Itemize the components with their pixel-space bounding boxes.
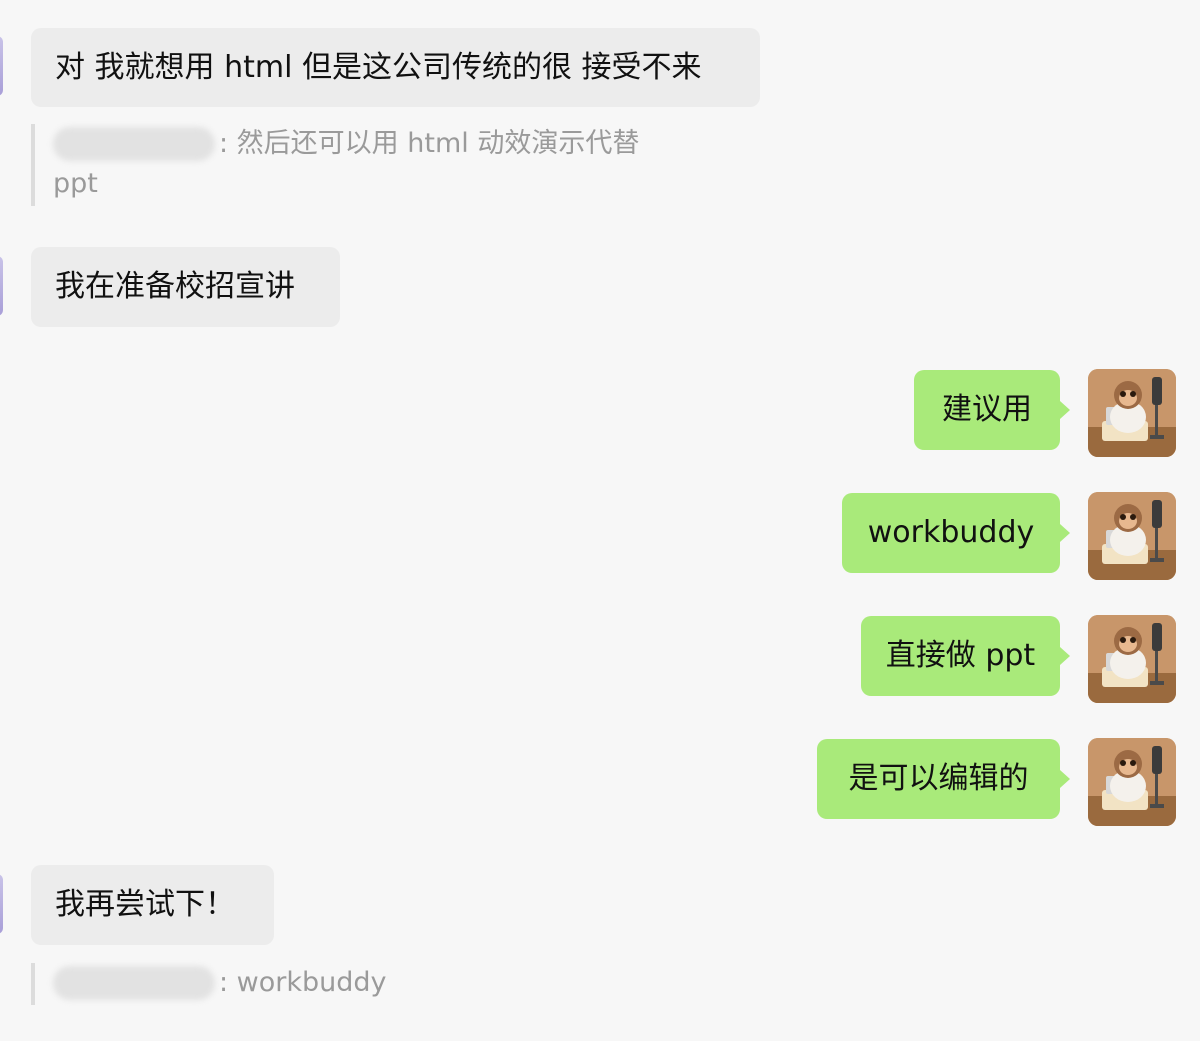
message-bubble-outgoing[interactable]: workbuddy <box>842 493 1070 573</box>
monkey-reading-avatar[interactable] <box>1088 369 1176 457</box>
monkey-avatar-icon <box>1088 492 1176 580</box>
quoted-reply-line: : workbuddy <box>53 963 431 1003</box>
quoted-text: : 然后还可以用 html 动效演示代替 <box>219 128 640 159</box>
peer-avatar-edge[interactable] <box>0 36 3 96</box>
monkey-avatar-icon <box>1088 738 1176 826</box>
monkey-avatar-icon <box>1088 615 1176 703</box>
message-text: workbuddy <box>867 515 1035 550</box>
peer-avatar-edge[interactable] <box>0 256 3 316</box>
message-bubble-incoming[interactable]: 我再尝试下！ <box>31 865 274 945</box>
quoted-reply-line: : 然后还可以用 html 动效演示代替 <box>53 124 671 164</box>
blurred-sender-name <box>53 127 215 161</box>
message-bubble-incoming[interactable]: 我在准备校招宣讲 <box>31 247 340 327</box>
message-text: 直接做 ppt <box>885 638 1036 673</box>
monkey-reading-avatar[interactable] <box>1088 615 1176 703</box>
message-bubble-incoming[interactable]: 对 我就想用 html 但是这公司传统的很 接受不来 <box>31 28 760 107</box>
message-text: 建议用 <box>942 392 1032 427</box>
message-bubble-outgoing[interactable]: 直接做 ppt <box>861 616 1070 696</box>
peer-avatar-edge[interactable] <box>0 874 3 934</box>
quoted-reply[interactable]: : workbuddy <box>31 963 431 1005</box>
monkey-avatar-icon <box>1088 369 1176 457</box>
quoted-text: : workbuddy <box>219 967 387 998</box>
quoted-reply[interactable]: : 然后还可以用 html 动效演示代替 ppt <box>31 124 671 206</box>
monkey-reading-avatar[interactable] <box>1088 738 1176 826</box>
message-text: 我在准备校招宣讲 <box>55 269 295 304</box>
message-bubble-outgoing[interactable]: 建议用 <box>914 370 1070 450</box>
blurred-sender-name <box>53 966 215 1000</box>
message-text: 我再尝试下！ <box>55 887 235 922</box>
message-text: 对 我就想用 html 但是这公司传统的很 接受不来 <box>55 49 702 85</box>
monkey-reading-avatar[interactable] <box>1088 492 1176 580</box>
message-text: 是可以编辑的 <box>848 761 1029 796</box>
message-bubble-outgoing[interactable]: 是可以编辑的 <box>817 739 1070 819</box>
quoted-text-continued: ppt <box>53 168 98 199</box>
